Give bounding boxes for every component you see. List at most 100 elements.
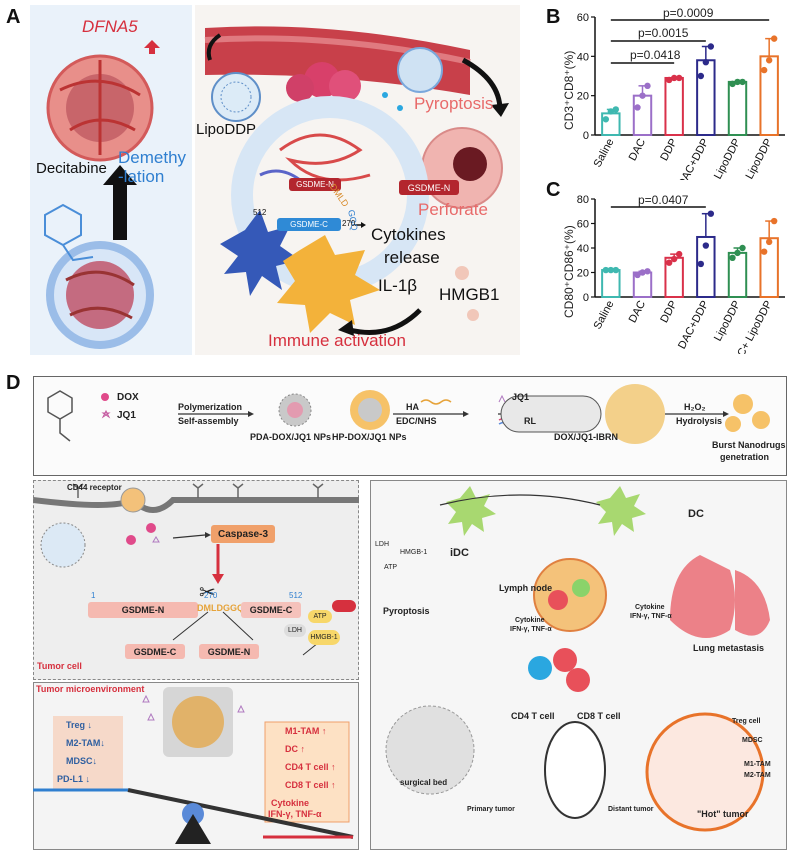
chart-c-point-1-1 bbox=[639, 269, 646, 276]
chart-b-ytick-label-3: 60 bbox=[577, 12, 589, 24]
gsdme-n-tag-1: GSDME-N bbox=[289, 178, 341, 191]
immune-activation-label: Immune activation bbox=[268, 331, 406, 350]
cytokine-1-values: IFN-γ, TNF-α bbox=[510, 626, 552, 633]
step3-bottom-label: RL bbox=[524, 416, 536, 426]
chart-c-point-5-2 bbox=[770, 217, 778, 225]
chart-c-point-0-0 bbox=[602, 266, 610, 274]
chart-b-ytick-label-0: 0 bbox=[583, 130, 589, 142]
chart-c-point-4-0 bbox=[729, 254, 736, 261]
chart-b-xtick-label-2: DDP bbox=[658, 137, 680, 163]
np4-label-1: Burst Nanodrugs bbox=[712, 440, 786, 450]
tumor-cell-box bbox=[33, 480, 359, 680]
num-512-label: 512 bbox=[289, 591, 303, 600]
chart-c-point-3-0 bbox=[697, 260, 705, 268]
chart-c-xtick-label-0: Saline bbox=[592, 299, 617, 332]
chart-b-point-1-1 bbox=[639, 92, 646, 99]
chart-b-ytick-label-1: 20 bbox=[577, 91, 589, 103]
down-pdl1: PD-L1 ↓ bbox=[57, 774, 91, 784]
lymph-node-label: Lymph node bbox=[499, 583, 553, 593]
chart-c-point-1-0 bbox=[634, 271, 641, 279]
demethylation-arrow bbox=[103, 165, 137, 240]
gsdme-c-box: GSDME-C bbox=[241, 602, 301, 618]
chart-b-point-3-0 bbox=[697, 72, 705, 80]
chart-b-point-5-0 bbox=[760, 66, 768, 74]
primary-tumor-label: Primary tumor bbox=[467, 806, 515, 813]
np1-label: PDA-DOX/JQ1 NPs bbox=[250, 432, 332, 442]
tme-label: Tumor microenvironment bbox=[36, 684, 145, 694]
perforate-label: Perforate bbox=[418, 200, 488, 219]
up-dc: DC ↑ bbox=[285, 744, 305, 754]
chart-c-point-0-2 bbox=[612, 266, 620, 274]
chart-c-xtick-label-1: DAC bbox=[627, 299, 649, 325]
mdsc-label: MDSC bbox=[742, 737, 763, 744]
chart-b-pvalue-2: p=0.0015 bbox=[638, 26, 689, 40]
cytokine-2-label: Cytokine bbox=[635, 604, 665, 611]
step2-bottom-label: EDC/NHS bbox=[396, 416, 437, 426]
synthesis-graphics bbox=[47, 384, 770, 444]
chart-b-xtick-label-1: DAC bbox=[627, 137, 649, 163]
chart-b-xtick-label-0: Saline bbox=[592, 137, 617, 170]
panel-d-letter: D bbox=[6, 372, 21, 394]
dfna5-gene-label: DFNA5 bbox=[82, 17, 138, 36]
pore-icon bbox=[332, 600, 356, 612]
chart-b-point-1-0 bbox=[634, 104, 641, 111]
chart-c-ytick-label-2: 40 bbox=[577, 243, 589, 255]
step4-bottom-label: Hydrolysis bbox=[676, 416, 723, 426]
chart-b-bar-1 bbox=[632, 94, 653, 136]
decitabine-molecule bbox=[44, 203, 94, 262]
chart-c-point-1-2 bbox=[644, 268, 651, 275]
chart-c-point-4-1 bbox=[734, 249, 741, 257]
jq1-label: JQ1 bbox=[117, 410, 136, 421]
lipoddp-label: LipoDDP bbox=[196, 121, 257, 138]
panel-a-illustration bbox=[30, 5, 520, 355]
split-gsdme-n-box: GSDME-N bbox=[199, 644, 259, 659]
down-treg: Treg ↓ bbox=[66, 720, 93, 730]
tumor-cell-label: Tumor cell bbox=[37, 661, 82, 671]
chart-c-xtick-label-4: LipoDDP bbox=[712, 299, 743, 344]
scissors-icon: ✂ bbox=[199, 582, 216, 604]
chart-b-bar-4 bbox=[727, 80, 748, 136]
chart-c-point-4-2 bbox=[739, 244, 746, 252]
demethylation-label: Demethy -lation bbox=[118, 148, 187, 186]
chart-b-point-2-1 bbox=[670, 74, 678, 82]
chart-c-point-3-2 bbox=[707, 210, 715, 217]
liposome-icon bbox=[211, 72, 261, 122]
chart-b-point-0-1 bbox=[607, 108, 615, 115]
cd4-t-cell-label: CD4 T cell bbox=[511, 711, 555, 721]
up-cytokine: Cytokine bbox=[271, 798, 310, 808]
np3-label: DOX/JQ1-IBRN bbox=[554, 432, 619, 442]
np2-label: HP-DOX/JQ1 NPs bbox=[332, 432, 407, 442]
dendritic-cell-blue bbox=[220, 210, 300, 296]
dmldggq-label: DMLDGGQ bbox=[197, 603, 244, 613]
dendritic-cell-yellow bbox=[277, 235, 380, 333]
chart-c-point-2-0 bbox=[665, 259, 673, 266]
step1-top-label: Polymerization bbox=[178, 402, 243, 412]
chart-c-point-0-1 bbox=[607, 266, 615, 274]
panel-b-letter: B bbox=[546, 6, 561, 28]
chart-b-point-3-1 bbox=[702, 59, 710, 66]
chart-c-point-3-1 bbox=[702, 242, 710, 249]
ldh-badge: LDH bbox=[284, 624, 306, 637]
chart-b-point-4-2 bbox=[739, 78, 746, 86]
chart-b-xtick-label-3: DAC+DDP bbox=[676, 137, 711, 180]
chart-c-xtick-label-3: DAC+DDP bbox=[676, 299, 711, 351]
chart-b-point-5-1 bbox=[765, 57, 773, 64]
chart-b-point-5-2 bbox=[770, 35, 778, 42]
down-m2tam: M2-TAM↓ bbox=[66, 738, 105, 748]
right-pyroptosis-label: Pyroptosis bbox=[383, 606, 430, 616]
step4-top-label: H₂O₂ bbox=[684, 402, 706, 412]
chart-c-point-2-1 bbox=[670, 255, 678, 263]
step3-top-label: JQ1 bbox=[512, 392, 530, 402]
chart-b-pvalue-3: p=0.0418 bbox=[630, 48, 681, 62]
chart-b-pvalue-1: p=0.0009 bbox=[663, 6, 714, 20]
down-mdsc: MDSC↓ bbox=[66, 756, 97, 766]
hot-tumor-label: "Hot" tumor bbox=[697, 809, 749, 819]
panel-a-letter: A bbox=[6, 6, 21, 28]
panel-c-letter: C bbox=[546, 179, 561, 201]
cd44-receptor-label: CD44 receptor bbox=[67, 483, 122, 492]
m2-tam-label: M2-TAM bbox=[744, 772, 771, 779]
il1b-label: IL-1β bbox=[378, 276, 418, 295]
cd8-t-cell-label: CD8 T cell bbox=[577, 711, 621, 721]
